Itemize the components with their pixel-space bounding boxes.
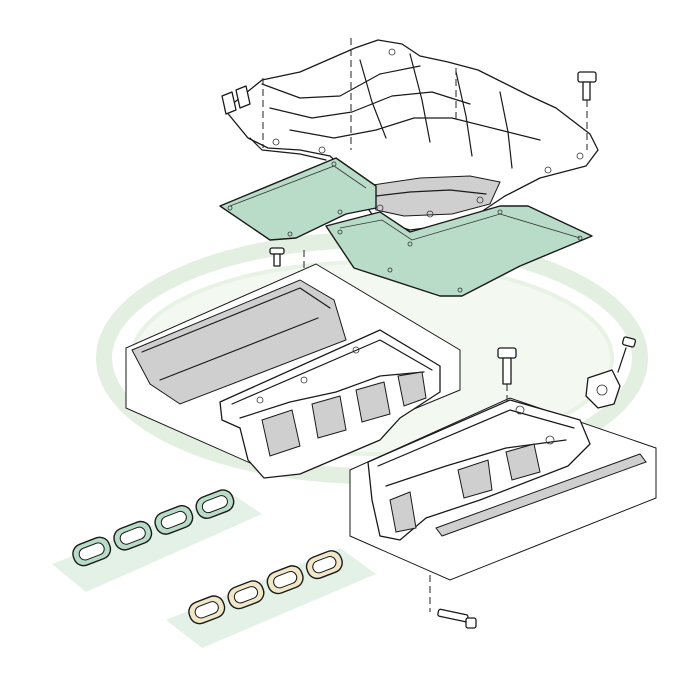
- port-gasket-lower: [166, 548, 376, 648]
- bottom-bolt: [437, 608, 477, 629]
- right-lower-manifold: [367, 399, 591, 541]
- upper-bolt: [577, 71, 597, 150]
- left-baffle-plate: [131, 279, 347, 405]
- upper-intake-manifold: [221, 39, 599, 231]
- port-gasket-upper: [52, 489, 262, 592]
- upper-gasket-right: [325, 205, 593, 297]
- sensor-bolt: [617, 336, 637, 373]
- upper-gasket-left: [219, 157, 377, 241]
- left-lower-manifold: [219, 329, 441, 479]
- sensor-bracket: [585, 369, 621, 409]
- center-bolt: [269, 247, 285, 267]
- right-seal-strip: [435, 453, 647, 537]
